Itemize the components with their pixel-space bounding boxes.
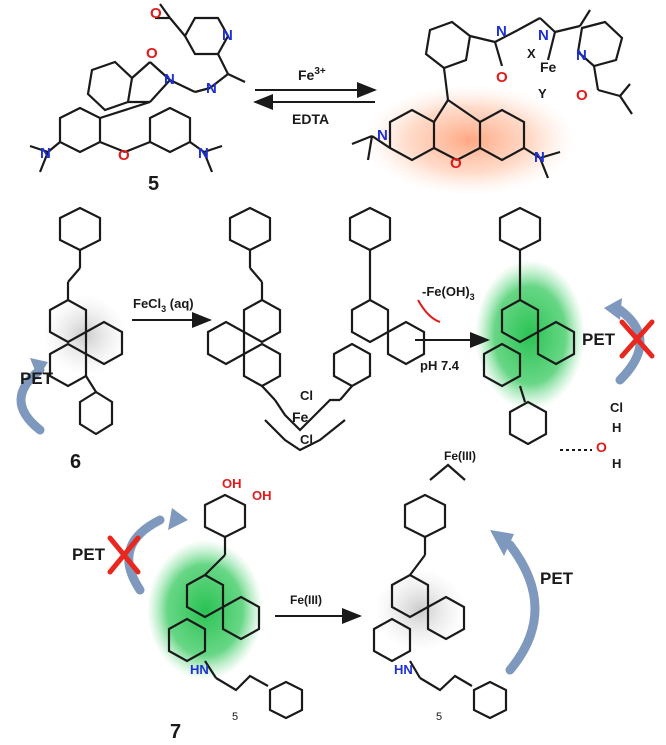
ph-condition: pH 7.4 <box>420 358 460 373</box>
hcl-label: Cl <box>610 400 623 415</box>
amine-label: HN <box>190 662 209 677</box>
reverse-reagent: EDTA <box>292 111 329 127</box>
oxygen-label: O <box>118 147 130 164</box>
pet-left-label: PET <box>20 369 54 388</box>
chloride-top: Cl <box>300 388 313 403</box>
h-label: H <box>612 420 621 435</box>
nitrogen-label: N <box>206 80 217 97</box>
pet-arrow-left-head <box>30 358 48 378</box>
nitrogen-label: N <box>198 145 209 162</box>
nitrogen-label: N <box>534 149 545 166</box>
compound-7-label: 7 <box>170 721 181 743</box>
pet-arrow-right-head <box>490 530 514 556</box>
compound-6-label: 6 <box>70 451 81 473</box>
fe-dimer-structure <box>206 206 426 452</box>
amine-label: HN <box>394 662 413 677</box>
nitrogen-label: N <box>164 71 175 88</box>
iron-center: Fe <box>292 409 309 425</box>
chloride-bottom: Cl <box>300 432 313 447</box>
fecl3-reagent: FeCl3 (aq) <box>133 296 194 314</box>
fe-iii-reagent: Fe(III) <box>290 593 322 607</box>
oxygen-label: O <box>576 87 588 104</box>
green-glow <box>475 260 585 410</box>
compound-5-label: 5 <box>148 173 159 195</box>
chain-count: 5 <box>436 711 442 723</box>
pet-arrow-left <box>16 365 45 435</box>
pet-arrow-right <box>505 540 540 675</box>
pet-right-label: PET <box>540 569 574 588</box>
ligand-y: Y <box>538 86 547 101</box>
compound-7-structure <box>167 493 304 720</box>
fe-complex-structure <box>351 9 633 179</box>
hydroxyl: OH <box>252 488 272 503</box>
oxygen-label: O <box>596 439 607 455</box>
chain-count: 5 <box>232 711 238 723</box>
gray-glow <box>375 568 465 652</box>
iron-label: Fe <box>540 59 557 75</box>
green-glow <box>147 540 263 680</box>
nitrogen-label: N <box>538 27 549 44</box>
cross-icon <box>619 319 655 359</box>
ligand-x: X <box>527 46 536 61</box>
nitrogen-label: N <box>496 23 507 40</box>
oxygen-label: O <box>150 5 162 22</box>
pet-arrow-left-head <box>168 508 188 530</box>
orange-glow <box>365 85 575 195</box>
complex-metal: Fe(III) <box>444 449 476 463</box>
compound-6-structure <box>48 206 124 436</box>
free-ligand-structure <box>482 206 576 446</box>
oxygen-label: O <box>450 155 462 172</box>
nitrogen-label: N <box>377 127 388 144</box>
oxygen-label: O <box>146 45 158 62</box>
elimination-curve <box>417 299 441 323</box>
pet-left-label: PET <box>72 545 106 564</box>
nitrogen-label: N <box>40 145 51 162</box>
pet-right-label: PET <box>582 330 616 349</box>
nitrogen-label: N <box>222 27 233 44</box>
compound-5-structure <box>29 3 246 173</box>
elimination-label: -Fe(OH)3 <box>422 284 475 302</box>
forward-reagent: Fe3+ <box>298 66 326 83</box>
fe-iii-complex-structure <box>372 463 508 720</box>
hydroxyl: OH <box>222 476 242 491</box>
h-label: H <box>612 456 621 471</box>
oxygen-label: O <box>496 69 508 86</box>
nitrogen-label: N <box>576 47 587 64</box>
cross-icon <box>107 535 141 575</box>
pet-arrow-right-head <box>604 298 622 320</box>
